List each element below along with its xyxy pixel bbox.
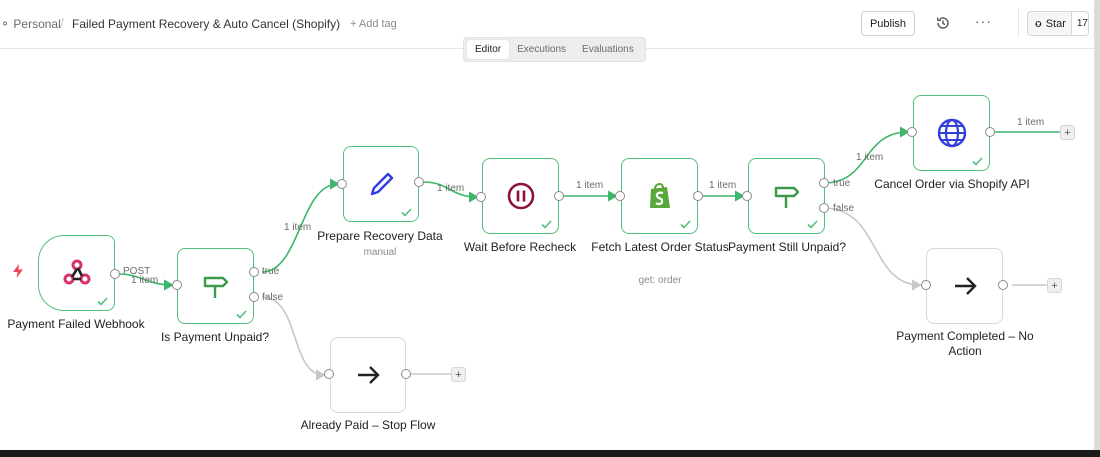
- edge-label-false: false: [262, 292, 284, 303]
- edge-prepare-to-wait: [422, 181, 479, 203]
- edge-label-item: 1 item: [576, 180, 604, 191]
- node-label: Cancel Order via Shopify API: [874, 177, 1030, 191]
- window-edge: [1094, 0, 1100, 457]
- edge-label-item: 1 item: [709, 180, 737, 191]
- success-check-icon: [972, 157, 983, 166]
- output-port-true[interactable]: [249, 267, 259, 277]
- node-fetch-latest-order-status[interactable]: [621, 158, 698, 234]
- pause-icon: [507, 182, 534, 210]
- webhook-icon: [63, 259, 90, 285]
- add-node-button[interactable]: +: [451, 367, 466, 382]
- edge-if-true-to-prepare: [261, 178, 340, 273]
- output-port-true[interactable]: [819, 178, 829, 188]
- add-tag-button[interactable]: + Add tag: [350, 18, 397, 30]
- node-label: Is Payment Unpaid?: [160, 330, 270, 344]
- tab-executions[interactable]: Executions: [517, 44, 567, 55]
- github-star-button[interactable]: Star 17: [1027, 11, 1089, 36]
- edge-still-false-to-completed: [823, 207, 922, 291]
- node-label: Prepare Recovery Data: [317, 229, 443, 243]
- breadcrumb-separator: /: [60, 15, 64, 31]
- node-prepare-recovery-data[interactable]: [343, 146, 419, 222]
- edge-label-item: 1 item: [1017, 117, 1045, 128]
- input-port[interactable]: [324, 369, 334, 379]
- trigger-bolt-icon: [13, 264, 23, 278]
- edge-label-post: POST: [123, 266, 151, 277]
- success-check-icon: [680, 220, 691, 229]
- node-subtitle: manual: [363, 247, 397, 258]
- input-port[interactable]: [907, 127, 917, 137]
- github-star-label: Star: [1045, 17, 1066, 30]
- edge-label-item: 1 item: [437, 183, 465, 194]
- edge-if-false-to-already-paid: [261, 296, 326, 381]
- workflow-title[interactable]: Failed Payment Recovery & Auto Cancel (S…: [72, 17, 341, 31]
- pencil-icon: [370, 172, 394, 196]
- view-tabs: Editor Executions Evaluations: [463, 37, 646, 62]
- tab-editor[interactable]: Editor: [467, 40, 510, 59]
- output-port-false[interactable]: [819, 203, 829, 213]
- output-port[interactable]: [414, 177, 424, 187]
- input-port[interactable]: [337, 179, 347, 189]
- edge-label-item: 1 item: [284, 222, 312, 233]
- node-payment-completed-no-action[interactable]: [926, 248, 1003, 324]
- success-check-icon: [541, 220, 552, 229]
- output-port-false[interactable]: [249, 292, 259, 302]
- success-check-icon: [807, 220, 818, 229]
- node-is-payment-unpaid[interactable]: [177, 248, 254, 324]
- edge-still-true-to-cancel: [823, 126, 910, 184]
- node-label: Payment Failed Webhook: [7, 317, 145, 331]
- tab-evaluations[interactable]: Evaluations: [582, 44, 634, 55]
- signpost-icon: [774, 186, 799, 208]
- node-wait-before-recheck[interactable]: [482, 158, 559, 234]
- github-star-count: 17: [1070, 12, 1088, 35]
- edge-label-false: false: [833, 203, 855, 214]
- add-node-button[interactable]: +: [1060, 125, 1075, 140]
- edge-label-item: 1 item: [856, 152, 884, 163]
- arrow-right-icon: [954, 277, 977, 295]
- input-port[interactable]: [615, 191, 625, 201]
- node-label: Payment Still Unpaid?: [727, 240, 847, 254]
- edge-label-true: true: [833, 178, 851, 189]
- arrow-right-icon: [358, 366, 380, 384]
- shopify-icon: [649, 183, 670, 208]
- output-port[interactable]: [693, 191, 703, 201]
- node-payment-failed-webhook[interactable]: [38, 235, 115, 311]
- input-port[interactable]: [476, 192, 486, 202]
- output-port[interactable]: [401, 369, 411, 379]
- edge-label-item: 1 item: [131, 275, 159, 286]
- globe-icon: [937, 118, 966, 148]
- add-node-button[interactable]: +: [1047, 278, 1062, 293]
- input-port[interactable]: [172, 280, 182, 290]
- node-subtitle: get: order: [638, 275, 682, 286]
- node-already-paid-stop-flow[interactable]: [330, 337, 406, 413]
- node-label: Already Paid – Stop Flow: [300, 418, 436, 432]
- success-check-icon: [97, 297, 108, 306]
- output-port[interactable]: [985, 127, 995, 137]
- output-port[interactable]: [998, 280, 1008, 290]
- more-icon[interactable]: ···: [975, 13, 992, 29]
- github-icon: [1035, 20, 1042, 27]
- bottom-edge: [0, 450, 1100, 457]
- input-port[interactable]: [921, 280, 931, 290]
- publish-button[interactable]: Publish: [861, 11, 915, 36]
- node-label: Payment Completed – No Action: [896, 329, 1034, 358]
- input-port[interactable]: [742, 191, 752, 201]
- node-label: Wait Before Recheck: [463, 240, 577, 254]
- breadcrumb-personal[interactable]: ⚬ Personal: [0, 17, 61, 31]
- history-icon[interactable]: [935, 15, 951, 31]
- edge-webhook-to-if: [118, 273, 174, 291]
- output-port[interactable]: [554, 191, 564, 201]
- success-check-icon: [401, 208, 412, 217]
- edge-label-true: true: [262, 266, 280, 277]
- divider: [1018, 8, 1019, 38]
- signpost-icon: [203, 276, 228, 298]
- node-cancel-order-via-shopify-api[interactable]: [913, 95, 990, 171]
- output-port[interactable]: [110, 269, 120, 279]
- node-label: Fetch Latest Order Status: [591, 240, 729, 254]
- node-payment-still-unpaid[interactable]: [748, 158, 825, 234]
- success-check-icon: [236, 310, 247, 319]
